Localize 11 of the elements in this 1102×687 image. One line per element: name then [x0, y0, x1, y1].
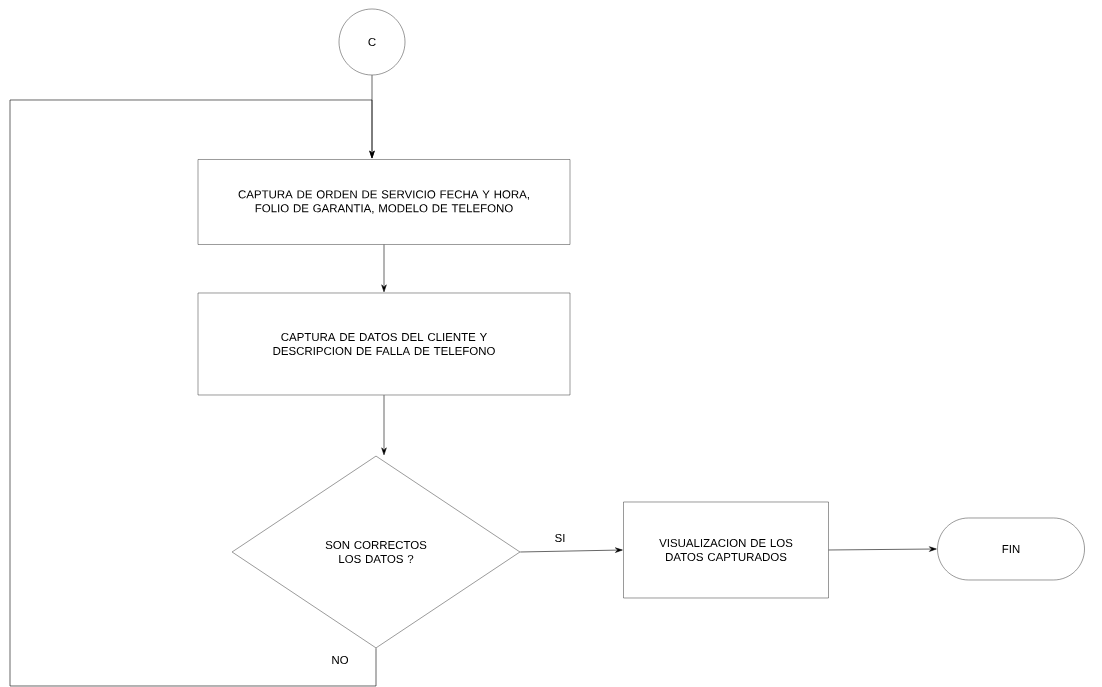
process-box: CAPTURA DE ORDEN DE SERVICIO FECHA Y HORA, FOLIO DE GARANTIA, MODELO DE TELEFONO	[197, 159, 571, 245]
edge-label: SI	[553, 532, 567, 544]
arrow	[519, 547, 623, 553]
arrow	[381, 244, 387, 293]
terminator: FIN	[937, 517, 1085, 581]
arrow	[381, 394, 387, 456]
process-box: VISUALIZACION DE LOS DATOS CAPTURADOS	[623, 501, 829, 599]
process-box: CAPTURA DE DATOS DEL CLIENTE Y DESCRIPCION DE FALLA DE TELEFONO	[197, 292, 571, 396]
arrow	[828, 546, 937, 552]
edge-label: NO	[330, 654, 350, 666]
arrow	[9, 99, 377, 687]
